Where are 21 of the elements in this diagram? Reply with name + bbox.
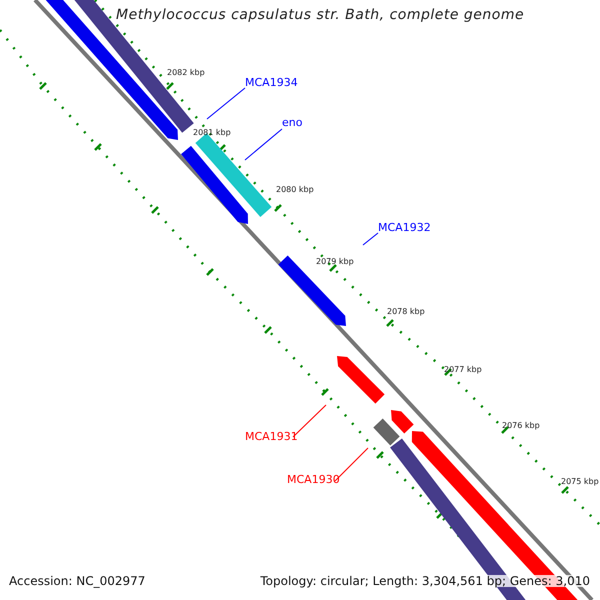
tick-label: 2077 kbp — [444, 366, 482, 374]
tick-label: 2078 kbp — [387, 308, 425, 316]
tick-label: 2081 kbp — [193, 129, 231, 137]
gene-label: MCA1934 — [245, 77, 298, 88]
accession-text: Accession: NC_002977 — [9, 575, 146, 587]
tick-label: 2075 kbp — [561, 478, 599, 486]
tick-label: 2076 kbp — [502, 422, 540, 430]
leader-line — [334, 448, 368, 482]
genome-info-text: Topology: circular; Length: 3,304,561 bp; Genes: 3,010 — [260, 575, 590, 587]
tick-label: 2079 kbp — [316, 258, 354, 266]
gene-label: MCA1932 — [378, 222, 431, 233]
leader-line — [292, 404, 326, 438]
tick-label: 2082 kbp — [167, 69, 205, 77]
tick-label: 2080 kbp — [276, 186, 314, 194]
gene-label: eno — [282, 117, 302, 128]
leader-line — [362, 232, 378, 246]
leader-line — [244, 128, 282, 160]
gene-label: MCA1931 — [245, 431, 298, 442]
gene-label: MCA1930 — [287, 474, 340, 485]
title: Methylococcus capsulatus str. Bath, complete genome — [116, 8, 524, 22]
leader-line — [206, 88, 246, 120]
